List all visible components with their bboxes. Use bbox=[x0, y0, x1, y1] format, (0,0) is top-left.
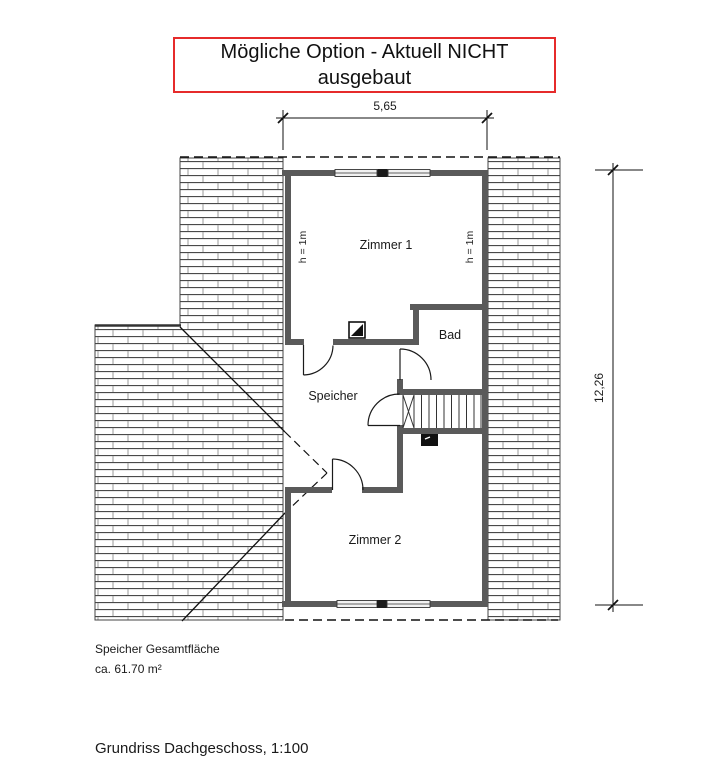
window-pier-top bbox=[377, 169, 388, 177]
room-label-bad: Bad bbox=[439, 328, 461, 342]
window-bottom-left bbox=[336, 600, 378, 608]
dashed-eave-lines bbox=[180, 156, 560, 621]
area-note-label: Speicher Gesamtfläche bbox=[95, 642, 220, 656]
roof-hatch-right bbox=[487, 157, 561, 621]
dimension-right-label: 12,26 bbox=[592, 373, 606, 403]
drawing-caption: Grundriss Dachgeschoss, 1:100 bbox=[95, 740, 309, 757]
dimension-top-label: 5,65 bbox=[373, 99, 397, 113]
room-label-zimmer2: Zimmer 2 bbox=[349, 533, 402, 547]
height-note-left: h = 1m bbox=[297, 231, 309, 264]
window-top-right bbox=[387, 169, 431, 177]
dimension-right bbox=[595, 163, 643, 612]
title-box: Mögliche Option - Aktuell NICHT ausgebau… bbox=[173, 37, 556, 93]
chimney-icon bbox=[348, 321, 366, 339]
area-note-value: ca. 61.70 m² bbox=[95, 662, 162, 676]
roof-hatch-left bbox=[94, 157, 284, 621]
door-bad bbox=[399, 348, 432, 381]
title-text: Mögliche Option - Aktuell NICHT ausgebau… bbox=[220, 41, 509, 89]
height-note-right: h = 1m bbox=[464, 231, 476, 264]
door-zimmer1 bbox=[302, 345, 334, 376]
staircase bbox=[402, 394, 482, 429]
window-bottom-right bbox=[386, 600, 431, 608]
window-pier-bottom bbox=[377, 600, 387, 608]
stair-entry-cross-icon bbox=[402, 394, 415, 429]
room-label-zimmer1: Zimmer 1 bbox=[360, 238, 413, 252]
door-stairs bbox=[367, 393, 400, 427]
room-label-speicher: Speicher bbox=[308, 389, 357, 403]
area-note: Speicher Gesamtfläche ca. 61.70 m² bbox=[95, 639, 220, 679]
window-top-left bbox=[334, 169, 378, 177]
flue-icon bbox=[421, 434, 438, 446]
door-zimmer2 bbox=[331, 458, 364, 491]
dimension-top bbox=[276, 110, 494, 150]
